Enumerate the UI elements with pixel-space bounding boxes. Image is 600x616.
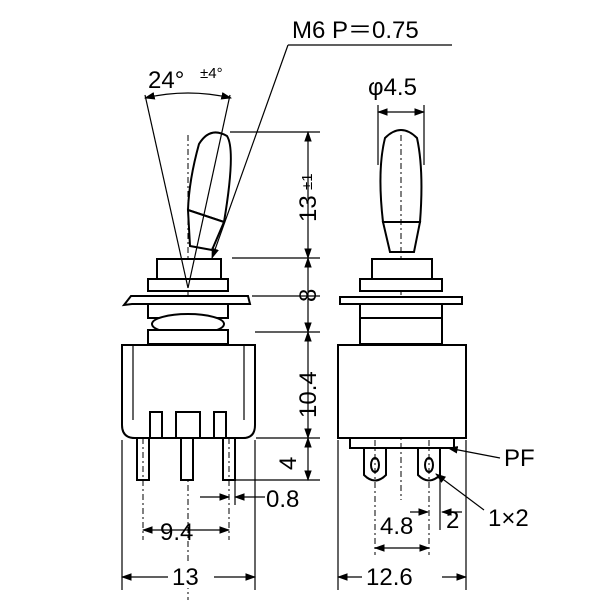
front-width-label: 13 <box>172 564 199 591</box>
front-washer <box>121 295 252 307</box>
terminal-length-label: 4 <box>275 457 302 470</box>
hole-size-label: 1×2 <box>488 505 529 532</box>
side-collar <box>359 317 443 345</box>
front-view <box>121 131 256 600</box>
finish-label: PF <box>504 445 535 472</box>
side-washer <box>339 296 463 305</box>
lever-height-label: 13 <box>295 195 322 222</box>
terminal-thickness-dimension: 0.8 <box>200 480 299 513</box>
front-width-dimension: 13 <box>120 440 257 591</box>
diameter-dimension: φ4.5 <box>368 74 426 165</box>
front-nut-lower <box>147 278 229 292</box>
front-terminal-left <box>136 437 150 481</box>
side-bushing <box>359 303 443 319</box>
front-body <box>121 344 256 439</box>
side-view <box>337 129 467 555</box>
side-callouts: PF 1×2 <box>435 445 535 532</box>
front-lever <box>186 131 232 224</box>
terminal-thickness-label: 0.8 <box>266 486 299 513</box>
thread-callout: M6 P＝0.75 <box>211 17 452 260</box>
side-lever <box>379 129 423 223</box>
terminal-spacing-label: 4.8 <box>380 513 413 540</box>
lever-angle-dimension: 24° ±4° <box>143 65 233 289</box>
side-width-label: 12.6 <box>366 564 413 591</box>
terminal-pitch-dimension: 9.4 <box>141 519 231 546</box>
front-nut-top <box>156 258 222 280</box>
side-bottom-dimensions: 4.8 2 12.6 <box>336 440 468 591</box>
diameter-label: φ4.5 <box>368 74 417 101</box>
front-terminal-middle <box>180 437 194 481</box>
front-terminal-right <box>222 437 236 481</box>
side-nut-lower <box>359 278 443 292</box>
terminal-width-label: 2 <box>446 507 459 534</box>
side-nut-top <box>371 258 433 280</box>
angle-label: 24° <box>148 67 184 94</box>
body-height-label: 10.4 <box>295 371 322 418</box>
front-collar <box>147 329 229 345</box>
terminal-pitch-label: 9.4 <box>160 519 193 546</box>
bushing-height-label: 8 <box>295 289 322 302</box>
lever-height-tolerance: ±1 <box>299 173 316 190</box>
height-dimensions: 13 ±1 8 10.4 4 <box>230 130 322 482</box>
side-body <box>337 344 467 439</box>
thread-label: M6 P＝0.75 <box>292 17 419 44</box>
angle-tolerance: ±4° <box>200 65 223 82</box>
